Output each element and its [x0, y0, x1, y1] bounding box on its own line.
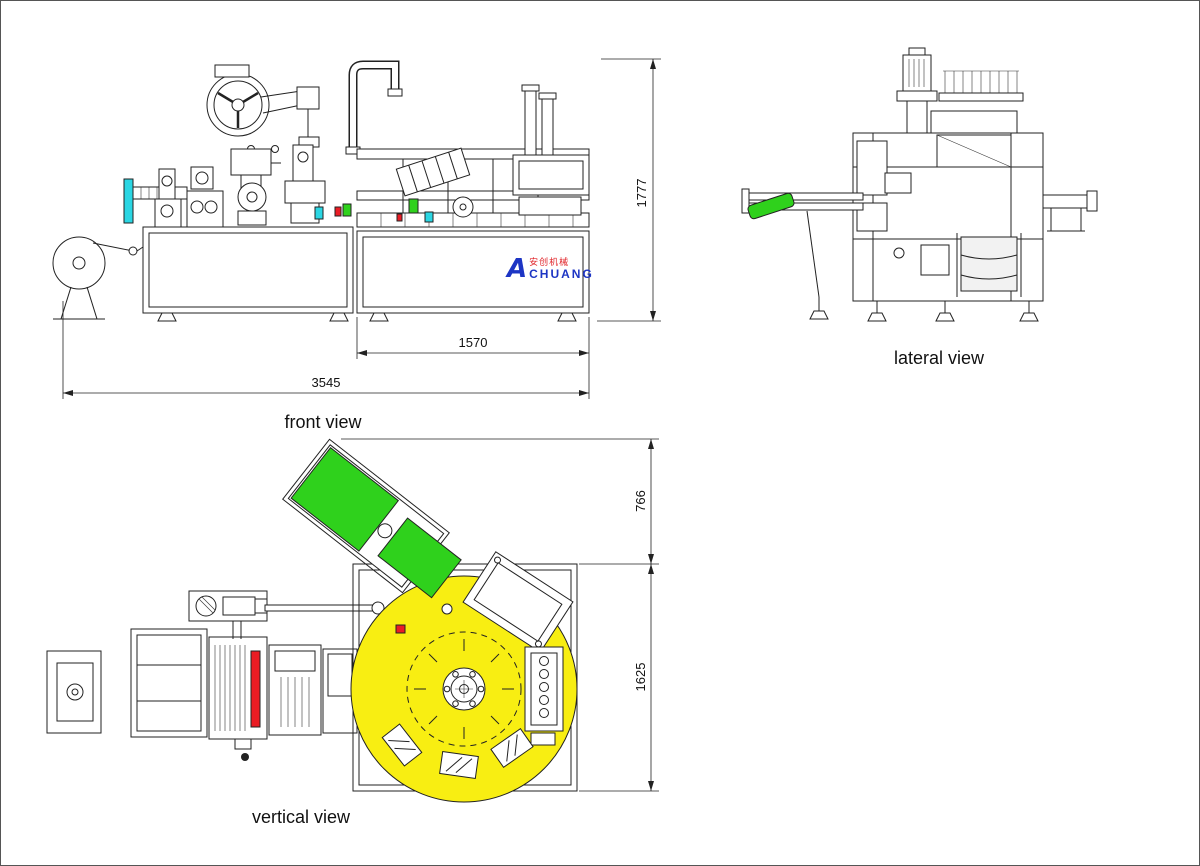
blister-line-modules: [46, 628, 358, 761]
front-view-drawing: [52, 60, 590, 322]
disc-slot-marks: [414, 639, 514, 739]
brand-english-text: CHUANG: [529, 266, 594, 281]
carton-magazine: [395, 147, 471, 197]
carton-pocket: [439, 751, 479, 779]
pin-rail: [930, 70, 1024, 168]
dim-label-1570: 1570: [459, 335, 488, 350]
overhead-pipe: [345, 60, 403, 155]
top-motor: [896, 47, 938, 134]
dim-vertical-main-depth: 1625: [579, 564, 659, 792]
forming-station: [284, 144, 352, 224]
drive-shaft-assembly: [188, 590, 385, 639]
green-conveyor: [282, 438, 462, 599]
carton-pocket: [490, 727, 534, 769]
disc-hub: [442, 667, 486, 711]
carton-pocket: [381, 723, 423, 767]
dim-label-766: 766: [633, 490, 648, 512]
handwheel: [206, 64, 320, 148]
infeed-arm: [741, 188, 864, 320]
dim-label-1777: 1777: [634, 179, 649, 208]
lateral-view-drawing: [741, 47, 1098, 322]
dim-label-1625: 1625: [633, 663, 648, 692]
dim-front-total-height: 1777: [597, 58, 661, 322]
vertical-view-label: vertical view: [252, 807, 351, 827]
sealing-station: [230, 148, 272, 226]
dim-front-total-width: 3545: [62, 301, 590, 399]
brand-chinese-text: 安创机械: [529, 257, 570, 267]
brand-logo: A 安创机械 CHUANG: [507, 254, 594, 284]
dim-vertical-top-depth: 766: [341, 438, 659, 565]
lateral-view-label: lateral view: [894, 348, 985, 368]
red-roller: [250, 650, 261, 728]
machine-feet: [157, 312, 577, 322]
dim-label-3545: 3545: [312, 375, 341, 390]
dim-front-right-width: 1570: [356, 317, 590, 359]
film-roll: [956, 233, 1022, 297]
front-view-label: front view: [284, 412, 362, 432]
film-reel-assembly: [52, 236, 144, 320]
indexing-unit: [154, 166, 224, 228]
brand-text-stack: 安创机械 CHUANG: [529, 257, 594, 281]
green-roller: [747, 192, 795, 220]
sealing-unit-top: [462, 551, 574, 653]
vertical-view-drawing: [46, 438, 578, 803]
brand-initial: A: [507, 254, 528, 284]
discharge-unit-right: [524, 646, 564, 746]
outfeed-shelf: [1042, 190, 1098, 232]
lateral-feet: [867, 301, 1039, 322]
cartoning-section: [356, 84, 590, 228]
red-marker: [395, 624, 406, 634]
